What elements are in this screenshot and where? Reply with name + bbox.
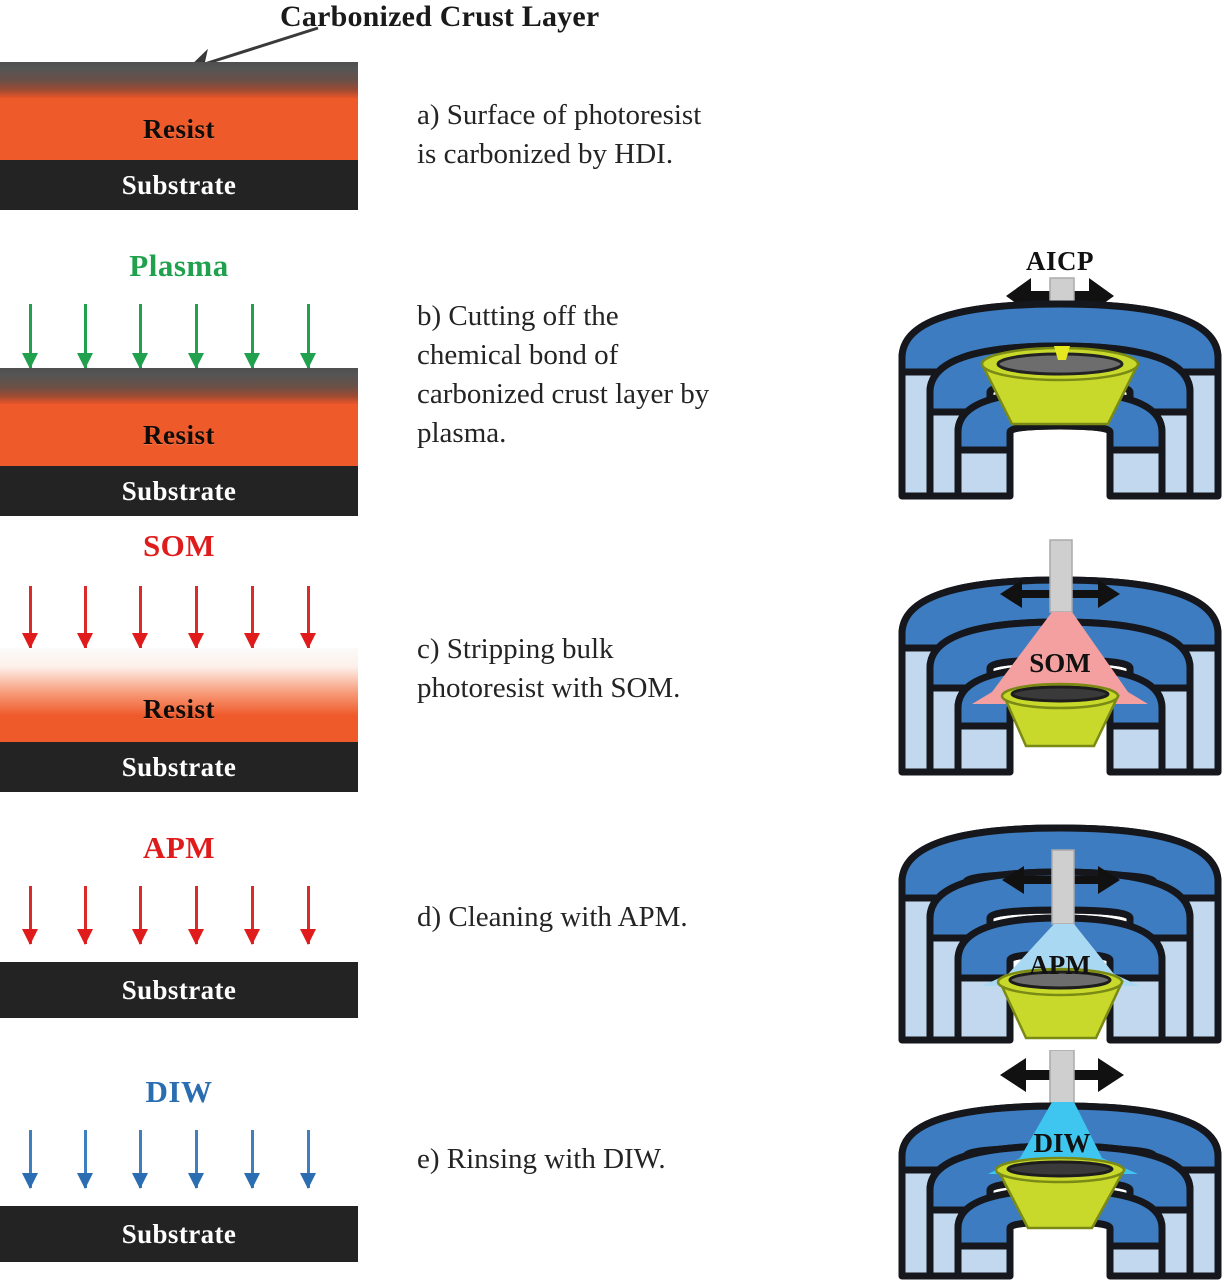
substrate-label-b: Substrate [121, 475, 237, 506]
step-c-stack: Resist Substrate [0, 648, 358, 792]
step-e-stack: Substrate [0, 1206, 358, 1262]
step-b-caption-line-1: b) Cutting off the [417, 300, 619, 332]
resist-layer-a: Resist [0, 98, 358, 160]
substrate-layer-b: Substrate [0, 466, 358, 516]
apparatus-e-svg [898, 1050, 1222, 1280]
diw-jet-e [1020, 1102, 1102, 1158]
diw-jet-label: DIW [1033, 1128, 1091, 1158]
diw-reagent-label: DIW [145, 1074, 213, 1109]
step-c-caption-line-2: photoresist with SOM. [417, 671, 681, 704]
som-jet-label: SOM [1029, 648, 1091, 678]
step-b-stack: Resist Substrate [0, 368, 358, 516]
resist-label-c: Resist [143, 693, 215, 724]
step-d-arrow-field: APM [0, 830, 358, 945]
apparatus-d-svg [898, 824, 1222, 1044]
step-e-caption-line-1: e) Rinsing with DIW. [417, 1143, 666, 1175]
step-a-stack: Resist Substrate [0, 62, 358, 210]
step-a-caption-line-1: a) Surface of photoresist [417, 99, 702, 131]
apparatus-c: SOM [896, 534, 1224, 778]
step-b-caption-line-4: plasma. [417, 416, 507, 449]
resist-label-a: Resist [143, 113, 215, 144]
apparatus-e: DIW [896, 1050, 1224, 1280]
step-e-caption: e) Rinsing with DIW. [417, 1140, 857, 1179]
carbonized-crust-layer-title: Carbonized Crust Layer [280, 0, 600, 33]
substrate-layer-e: Substrate [0, 1206, 358, 1262]
crust-pointer-arrow [186, 26, 319, 75]
substrate-label-c: Substrate [121, 751, 237, 782]
step-d-stack: Substrate [0, 962, 358, 1018]
step-a-caption-line-2: is carbonized by HDI. [417, 137, 674, 170]
wafer-c [1010, 685, 1110, 703]
resist-label-b: Resist [143, 419, 215, 450]
plasma-reagent-label: Plasma [129, 248, 229, 283]
substrate-layer-d: Substrate [0, 962, 358, 1018]
substrate-label-a: Substrate [121, 169, 237, 200]
nozzle-d [1051, 849, 1075, 925]
step-b-caption-line-2: chemical bond of [417, 338, 619, 371]
apparatus-d: APM [896, 822, 1224, 1048]
step-d-caption-line-1: d) Cleaning with APM. [417, 901, 688, 933]
step-a-caption: a) Surface of photoresist is carbonized … [417, 96, 857, 174]
step-c-caption-line-1: c) Stripping bulk [417, 633, 614, 665]
step-b-arrow-field: Plasma [0, 248, 358, 369]
wafer-d [1008, 970, 1112, 990]
substrate-layer-a: Substrate [0, 160, 358, 210]
resist-layer-c: Resist [0, 648, 358, 742]
step-b-caption: b) Cutting off the chemical bond of carb… [417, 297, 857, 452]
substrate-label-e: Substrate [121, 1218, 237, 1249]
nozzle-c [1049, 539, 1073, 613]
substrate-label-d: Substrate [121, 974, 237, 1005]
apparatus-c-svg [898, 539, 1222, 776]
som-jet-c [992, 612, 1128, 692]
nozzle-e [1049, 1050, 1075, 1105]
plasma-impact-b [1054, 346, 1070, 360]
aicp-label: AICP [1026, 246, 1094, 276]
step-c-arrow-field: SOM [0, 528, 358, 649]
resist-layer-b: Resist [0, 404, 358, 466]
wafer-e [1006, 1160, 1114, 1178]
apm-jet-d [1008, 924, 1114, 974]
step-b-caption-line-3: carbonized crust layer by [417, 377, 710, 410]
apm-reagent-label: APM [142, 830, 216, 865]
apm-jet-label: APM [1029, 950, 1091, 980]
apparatus-b-svg [898, 277, 1222, 500]
step-c-caption: c) Stripping bulk photoresist with SOM. [417, 630, 857, 708]
substrate-layer-c: Substrate [0, 742, 358, 792]
crust-layer-a [0, 62, 358, 98]
apparatus-b: AICP [896, 246, 1224, 506]
som-reagent-label: SOM [142, 528, 216, 563]
crust-layer-b [0, 368, 358, 404]
step-d-caption: d) Cleaning with APM. [417, 898, 857, 937]
step-e-arrow-field: DIW [0, 1074, 358, 1189]
